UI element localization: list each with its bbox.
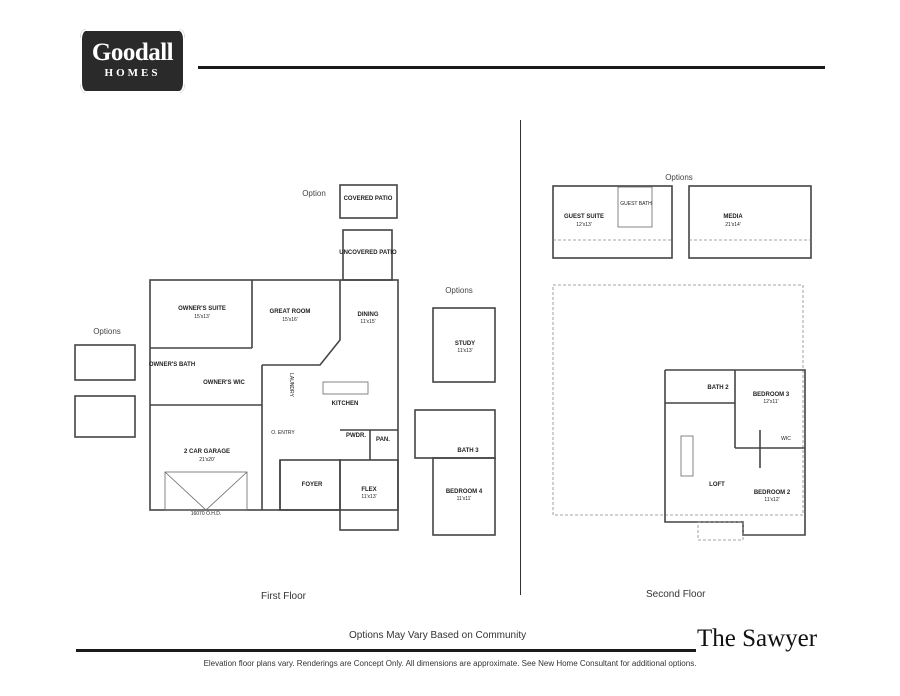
bedroom4-label: BEDROOM 4 (446, 489, 483, 495)
bedroom3-dim: 12'x11' (763, 399, 778, 405)
kitchen-label: KITCHEN (332, 401, 359, 407)
guest-suite-dim: 12'x13' (576, 222, 592, 228)
pantry-label: PAN. (376, 437, 390, 443)
logo-brand: Goodall (91, 39, 174, 66)
first-floor-outline (149, 279, 399, 511)
owners-bath-label: OWNER'S BATH (149, 362, 195, 368)
floor-divider (520, 120, 521, 595)
garage-door-label: 16070 O.H.D. (191, 511, 222, 517)
left-options-label: Options (93, 327, 121, 336)
bath2-label: BATH 2 (707, 385, 729, 391)
guest-suite-label: GUEST SUITE (564, 214, 604, 220)
flex-label: FLEX (361, 487, 376, 493)
guest-bath-label: GUEST BATH (620, 201, 652, 207)
media-dim: 21'x14' (725, 222, 741, 228)
uncovered-patio-label: UNCOVERED PATIO (339, 250, 397, 256)
owners-wic-label: OWNER'S WIC (203, 380, 245, 386)
bedroom2-dim: 11'x12' (764, 497, 779, 503)
media-label: MEDIA (723, 214, 743, 220)
first-floor-plan: Option COVERED PATIO UNCOVERED PATIO OWN… (74, 184, 496, 536)
great-room-label: GREAT ROOM (270, 309, 311, 315)
plan-title: The Sawyer (697, 625, 818, 652)
patio-option-label: Option (302, 189, 326, 198)
covered-patio-label: COVERED PATIO (344, 196, 393, 202)
pwdr-label: PWDR. (346, 433, 366, 439)
right-options-label: Options (445, 286, 473, 295)
second-floor-options-label: Options (665, 173, 693, 182)
second-floor-caption: Second Floor (646, 589, 706, 600)
laundry-label: LAUNDRY (288, 373, 294, 397)
disclaimer: Elevation floor plans vary. Renderings a… (203, 659, 697, 668)
bedroom3-label: BEDROOM 3 (753, 392, 790, 398)
foyer-label: FOYER (302, 482, 323, 488)
owners-suite-label: OWNER'S SUITE (178, 306, 226, 312)
flex-dim: 11'x13' (361, 494, 376, 500)
footer-rule (76, 649, 696, 652)
options-note: Options May Vary Based on Community (349, 630, 527, 641)
bedroom2-label: BEDROOM 2 (754, 490, 791, 496)
logo-sub: HOMES (104, 67, 161, 79)
bedroom4-dim: 11'x11' (457, 496, 472, 502)
header-rule (198, 66, 825, 69)
owners-suite-dim: 15'x13' (194, 314, 210, 320)
loft-label: LOFT (709, 482, 725, 488)
wic-label: WIC (781, 436, 791, 442)
study-label: STUDY (455, 341, 475, 347)
goodall-homes-logo: Goodall HOMES (80, 29, 185, 93)
dining-dim: 11'x15' (360, 319, 375, 325)
garage-dim: 21'x20' (199, 457, 215, 463)
entry-label: O. ENTRY (271, 430, 295, 436)
covered-patio (339, 184, 398, 219)
study-dim: 11'x13' (457, 348, 472, 354)
great-room-dim: 15'x16' (282, 317, 298, 323)
first-floor-caption: First Floor (261, 591, 306, 602)
garage-label: 2 CAR GARAGE (184, 449, 230, 455)
dining-label: DINING (358, 312, 379, 318)
second-floor-plan: Options GUEST SUITE 12'x13' GUEST BATH M… (552, 173, 812, 541)
bath3-label: BATH 3 (457, 448, 479, 454)
